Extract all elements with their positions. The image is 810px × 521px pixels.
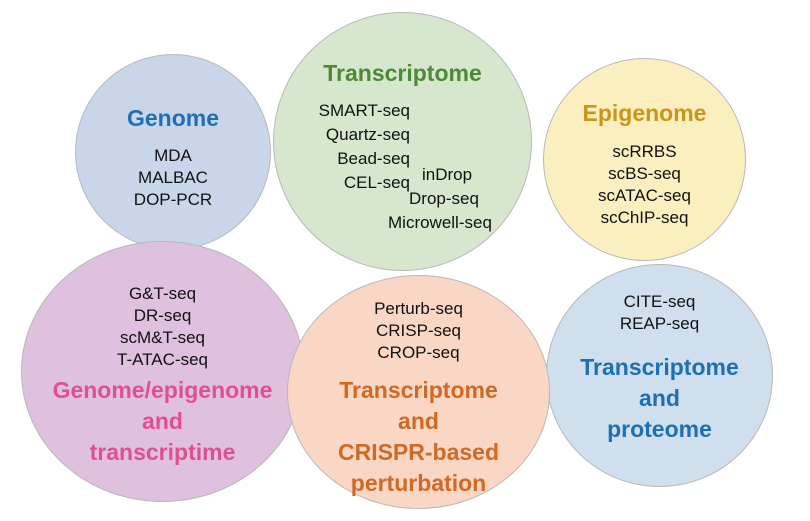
title-line: Transcriptome bbox=[339, 377, 498, 403]
method-label: scATAC-seq bbox=[598, 186, 691, 205]
method-label: DOP-PCR bbox=[133, 190, 213, 209]
method-label: Perturb-seq bbox=[374, 299, 463, 318]
epigenome-title: Epigenome bbox=[582, 100, 707, 126]
crispr-circle bbox=[287, 275, 550, 509]
method-label: MALBAC bbox=[138, 168, 208, 187]
transcriptome-methods-right: inDrop Drop-seq Microwell-seq bbox=[388, 163, 513, 235]
title-line: CRISPR-based bbox=[337, 439, 500, 465]
epigenome-methods: scRRBS scBS-seq scATAC-seq scChIP-seq bbox=[543, 141, 746, 229]
genome-epigenome-transcriptome-circle bbox=[21, 241, 304, 502]
method-label: Quartz-seq bbox=[325, 125, 410, 144]
title-line: and bbox=[398, 408, 439, 434]
epigenome-circle bbox=[543, 58, 746, 261]
multiomics-title: Genome/epigenome and transcriptime bbox=[21, 375, 304, 468]
title-line: transcriptime bbox=[89, 439, 236, 465]
method-label: SMART-seq bbox=[318, 101, 410, 120]
method-label: CROP-seq bbox=[377, 343, 460, 362]
method-label: scChIP-seq bbox=[600, 208, 689, 227]
title-line: Genome/epigenome bbox=[52, 377, 273, 403]
method-label: T-ATAC-seq bbox=[117, 350, 208, 369]
title-line: proteome bbox=[607, 416, 712, 442]
title-line: and bbox=[639, 385, 680, 411]
method-label: inDrop bbox=[422, 165, 473, 184]
method-label: scM&T-seq bbox=[119, 328, 206, 347]
title-line: perturbation bbox=[350, 470, 487, 496]
method-label: CITE-seq bbox=[623, 292, 696, 311]
genome-title: Genome bbox=[126, 105, 220, 131]
method-label: Bead-seq bbox=[337, 149, 410, 168]
title-line: and bbox=[142, 408, 183, 434]
multiomics-methods: G&T-seq DR-seq scM&T-seq T-ATAC-seq bbox=[21, 283, 304, 371]
crispr-methods: Perturb-seq CRISP-seq CROP-seq bbox=[287, 298, 550, 364]
method-label: scRRBS bbox=[612, 142, 677, 161]
proteome-title: Transcriptome and proteome bbox=[546, 352, 773, 445]
method-label: CEL-seq bbox=[343, 173, 410, 192]
method-label: Microwell-seq bbox=[388, 213, 492, 232]
method-label: DR-seq bbox=[133, 306, 192, 325]
genome-circle bbox=[75, 54, 271, 250]
proteome-methods: CITE-seq REAP-seq bbox=[546, 291, 773, 335]
transcriptome-methods-left: SMART-seq Quartz-seq Bead-seq CEL-seq bbox=[290, 99, 410, 195]
method-label: CRISP-seq bbox=[375, 321, 462, 340]
method-label: REAP-seq bbox=[619, 314, 700, 333]
method-label: MDA bbox=[154, 146, 192, 165]
title-line: Transcriptome bbox=[580, 354, 739, 380]
transcriptome-circle bbox=[273, 12, 532, 271]
method-label: scBS-seq bbox=[608, 164, 681, 183]
genome-methods: MDA MALBAC DOP-PCR bbox=[75, 145, 271, 211]
proteome-circle bbox=[546, 264, 773, 487]
transcriptome-title: Transcriptome bbox=[323, 60, 482, 86]
method-label: Drop-seq bbox=[409, 189, 479, 208]
method-label: G&T-seq bbox=[128, 284, 197, 303]
crispr-title: Transcriptome and CRISPR-based perturbat… bbox=[287, 375, 550, 499]
